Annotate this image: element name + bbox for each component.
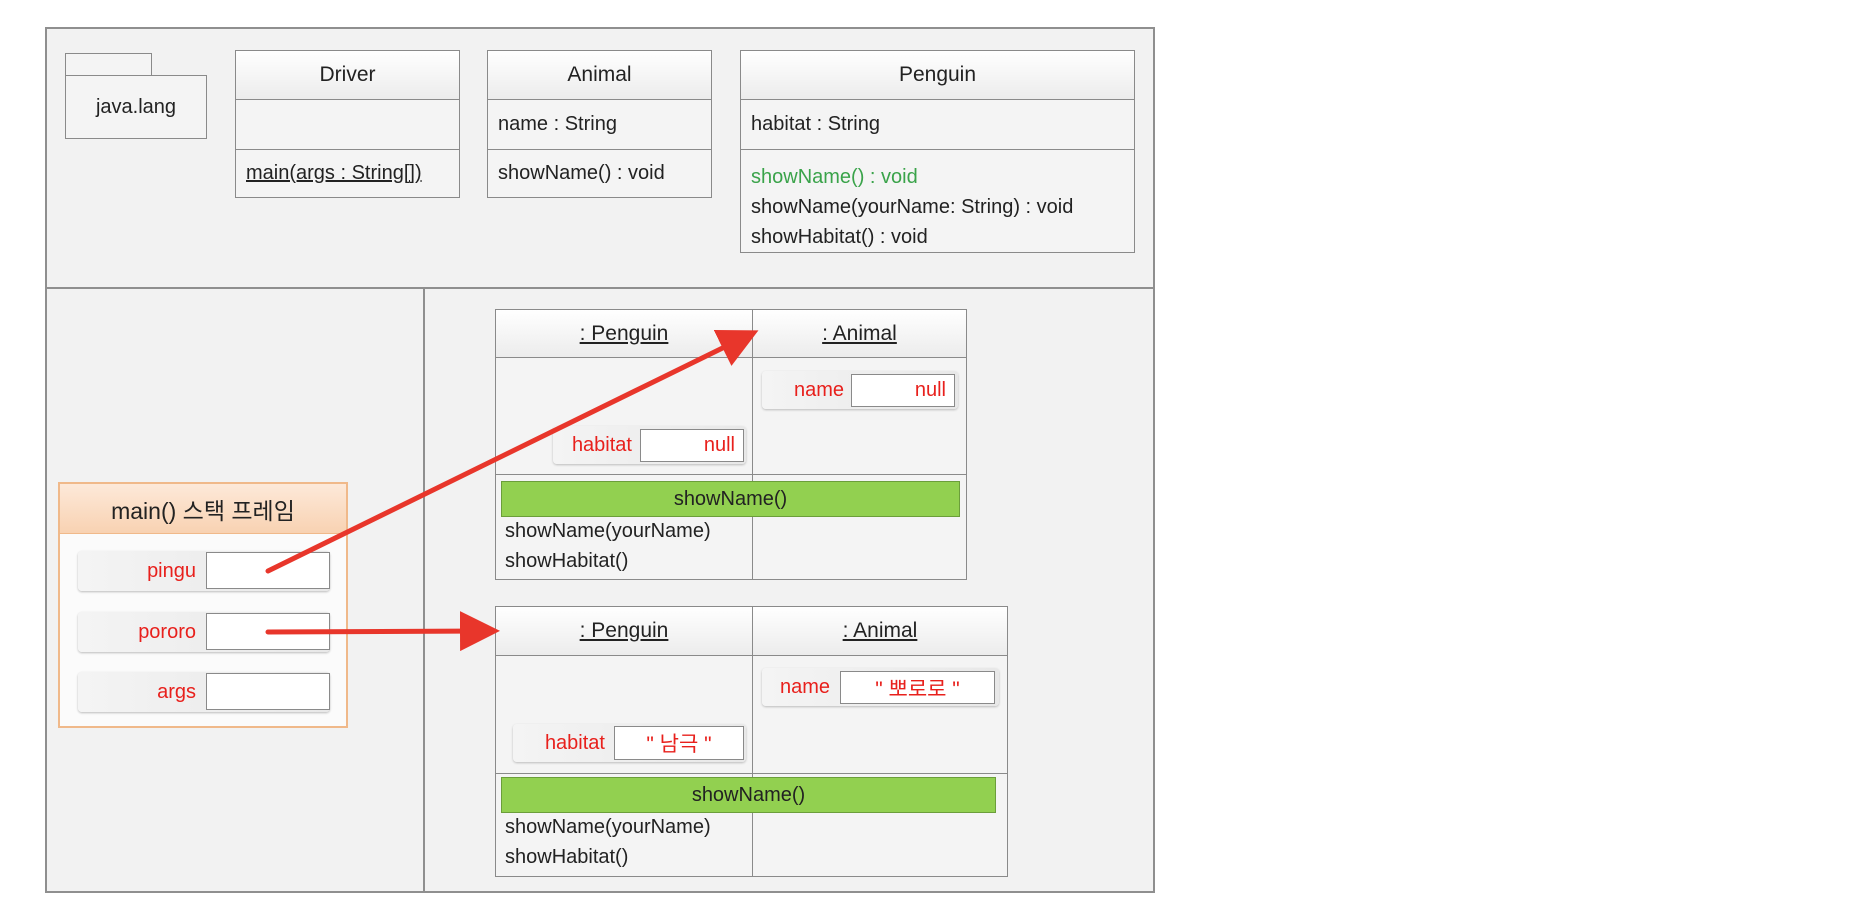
object2-name-value: " 뽀로로 " <box>875 677 960 701</box>
class-driver-name: Driver <box>319 63 376 86</box>
package-name: java.lang <box>95 95 177 118</box>
object2-name-value-box: " 뽀로로 " <box>840 671 995 704</box>
pingu-reference-arrow <box>265 330 759 574</box>
penguin-method-showname: showName() : void <box>751 166 918 188</box>
object2-habitat-value: " 남극 " <box>646 733 712 756</box>
object1-name-label: name <box>793 379 844 401</box>
object1-name-value: null <box>914 379 946 401</box>
stack-var-args-ref <box>206 673 330 710</box>
class-animal-methods: showName() : void <box>487 149 712 198</box>
object1-showname-bar: showName() <box>501 481 960 517</box>
object2-name-label: name <box>779 676 830 698</box>
object1-animal-header: : Animal <box>752 309 967 358</box>
package-tab <box>65 53 152 77</box>
object1-penguin-header: : Penguin <box>495 309 753 358</box>
object1-habitat-label: habitat <box>571 434 632 456</box>
class-animal-name: Animal <box>567 63 632 86</box>
object1-name-value-box: null <box>851 374 955 407</box>
class-penguin-header: Penguin <box>740 50 1135 100</box>
stack-var-pingu-label: pingu <box>147 560 196 582</box>
object2-method-showhabitat: showHabitat() <box>505 846 629 868</box>
class-animal-field: name : String <box>498 113 617 135</box>
class-penguin-field: habitat : String <box>751 113 880 135</box>
penguin-method-showname-yourname: showName(yourName: String) : void <box>751 196 1074 218</box>
class-penguin-name: Penguin <box>898 63 977 86</box>
class-animal-method: showName() : void <box>498 162 665 184</box>
class-penguin-methods: showName() : void showName(yourName: Str… <box>740 149 1135 253</box>
object2-showname-bar: showName() <box>501 777 996 813</box>
class-penguin-fields: habitat : String <box>740 99 1135 150</box>
object2-habitat-value-box: " 남극 " <box>614 726 744 760</box>
class-driver-methods: main(args : String[]) <box>235 149 460 198</box>
penguin-method-showhabitat: showHabitat() : void <box>751 226 928 248</box>
pororo-reference-arrow <box>265 611 500 652</box>
stack-frame-title: main() 스택 프레임 <box>111 497 295 524</box>
object1-method-showname-yourname: showName(yourName) <box>505 520 711 542</box>
package-java-lang: java.lang <box>65 75 207 139</box>
object2-penguin-label: : Penguin <box>579 619 669 642</box>
object2-animal-label: : Animal <box>842 619 918 642</box>
class-driver-main-method: main(args : String[]) <box>246 162 422 184</box>
stack-var-pororo-label: pororo <box>138 621 196 643</box>
object1-method-showhabitat: showHabitat() <box>505 550 629 572</box>
object1-animal-label: : Animal <box>822 321 897 345</box>
object1-habitat-value-box: null <box>640 429 744 462</box>
stack-var-args-label: args <box>157 681 196 703</box>
stack-frame-header: main() 스택 프레임 <box>60 484 346 534</box>
object1-penguin-label: : Penguin <box>579 321 669 345</box>
class-animal-header: Animal <box>487 50 712 100</box>
object2-method-showname-yourname: showName(yourName) <box>505 816 711 838</box>
object2-showname-label: showName() <box>691 783 806 806</box>
object2-penguin-header: : Penguin <box>495 606 753 656</box>
object1-showname-label: showName() <box>673 487 788 510</box>
object2-habitat-label: habitat <box>544 732 605 754</box>
object1-habitat-value: null <box>703 434 735 456</box>
class-driver-header: Driver <box>235 50 460 100</box>
